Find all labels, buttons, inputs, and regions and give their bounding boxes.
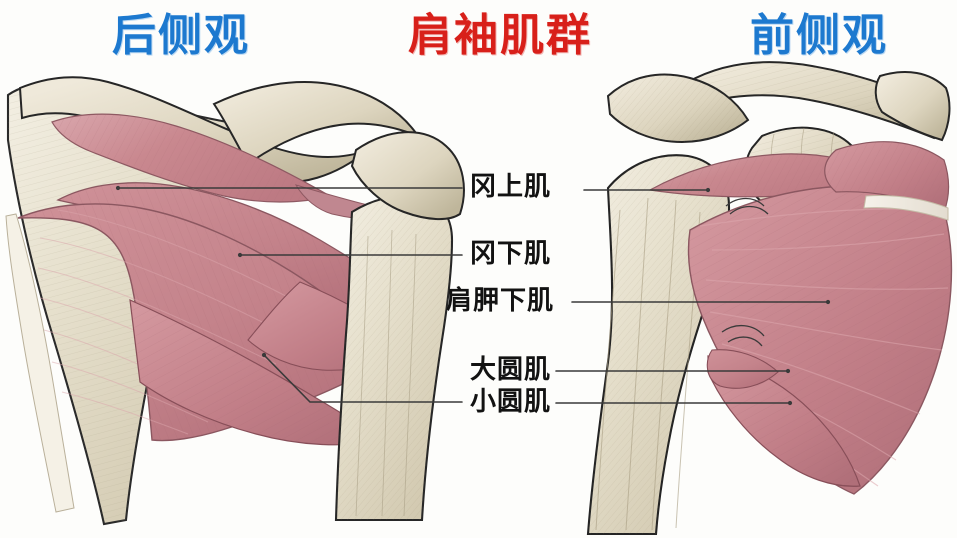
title-anterior-view: 前侧观 <box>750 10 888 61</box>
humerus-shaft-posterior <box>334 194 454 522</box>
label-teres-minor: 小圆肌 <box>470 387 552 417</box>
label-supraspinatus: 冈上肌 <box>470 172 552 202</box>
infraspinatus-body-mass <box>17 203 400 442</box>
supraspinatus-muscle-posterior <box>51 113 332 203</box>
acromion-scapular-spine <box>18 76 369 184</box>
acromion-arch-upper <box>212 81 421 166</box>
humeral-head-posterior <box>350 131 465 220</box>
anterior-shoulder-group <box>555 61 953 536</box>
teres-minor-muscle-anterior <box>706 349 779 389</box>
teres-major-muscle-posterior <box>129 299 384 446</box>
humerus-shaft-anterior <box>586 154 731 536</box>
subscapularis-tendon-band <box>863 195 949 221</box>
supraspinatus-muscle-anterior <box>648 153 880 198</box>
teres-major-muscle-anterior <box>707 355 861 487</box>
clavicle-bone <box>686 61 942 140</box>
label-teres-major: 大圆肌 <box>470 355 552 385</box>
supraspinatus-tendon <box>294 184 421 221</box>
teres-minor-muscle-posterior <box>247 281 409 371</box>
scapula-bone-posterior <box>6 82 252 526</box>
scapula-medial-border-tendon <box>5 213 75 513</box>
posterior-shoulder-group <box>5 76 465 526</box>
label-subscapularis: 肩胛下肌 <box>446 286 555 316</box>
title-posterior-view: 后侧观 <box>112 10 250 61</box>
infraspinatus-muscle <box>56 182 426 312</box>
subscapularis-muscle <box>687 185 953 495</box>
label-infraspinatus: 冈下肌 <box>470 239 552 269</box>
leader-teres-left <box>263 354 463 403</box>
subscapularis-upper-belly <box>824 141 950 213</box>
coracoid-process <box>606 73 750 144</box>
title-rotator-cuff: 肩袖肌群 <box>408 10 592 61</box>
acromion-anterior <box>874 71 951 142</box>
humeral-head-anterior <box>744 126 864 215</box>
